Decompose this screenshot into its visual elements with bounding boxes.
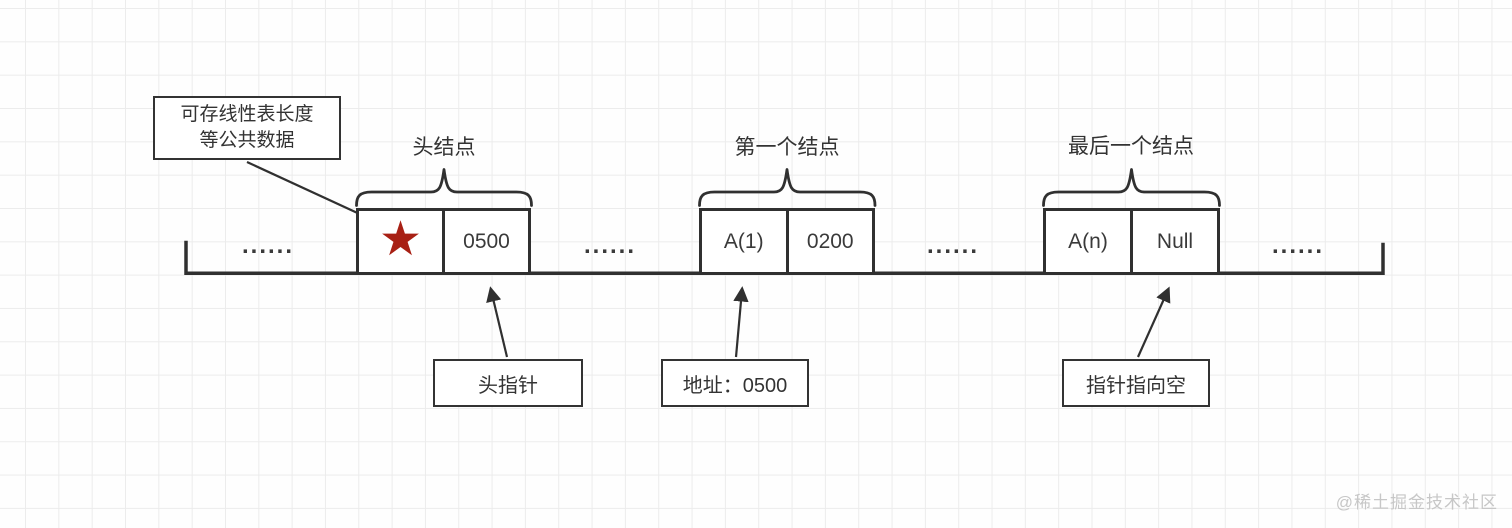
last-node-pointer-cell: Null [1130, 211, 1217, 272]
arrow-address-0500 [733, 286, 749, 358]
arrow-pointer-to-null [1136, 286, 1171, 358]
ellipsis-dots-2: ...... [584, 232, 637, 259]
label-box-head-pointer: 头指针 [433, 359, 583, 407]
first-node-pointer-cell: 0200 [785, 211, 873, 272]
arrow-head-pointer [486, 286, 509, 358]
first-node-data-cell: A(1) [723, 229, 764, 253]
label-box-pointer-to-null: 指针指向空 [1062, 359, 1210, 407]
brace-head-node [355, 168, 533, 207]
ellipsis-dots-3: ...... [927, 232, 980, 259]
head-node-pointer-cell: 0500 [442, 211, 528, 272]
label-last-node: 最后一个结点 [1068, 135, 1194, 158]
star-icon: ★ [378, 212, 423, 266]
label-box-address-0500: 地址：0500 [661, 359, 809, 407]
label-first-node: 第一个结点 [734, 136, 840, 159]
node-head: ★ 0500 [356, 208, 531, 275]
node-last: A(n) Null [1043, 208, 1220, 275]
brace-first-node [698, 168, 877, 207]
ellipsis-dots-1: ...... [242, 232, 295, 259]
head-node-data-cell: ★ [359, 211, 442, 272]
node-first: A(1) 0200 [699, 208, 875, 275]
last-node-data-cell: A(n) [1068, 229, 1108, 253]
watermark: @稀土掘金技术社区 [1335, 493, 1498, 512]
callout-head-node-data: 可存线性表长度 等公共数据 [153, 96, 341, 160]
brace-last-node [1042, 168, 1221, 207]
ellipsis-dots-4: ...... [1272, 232, 1325, 259]
label-head-node: 头结点 [412, 136, 476, 159]
